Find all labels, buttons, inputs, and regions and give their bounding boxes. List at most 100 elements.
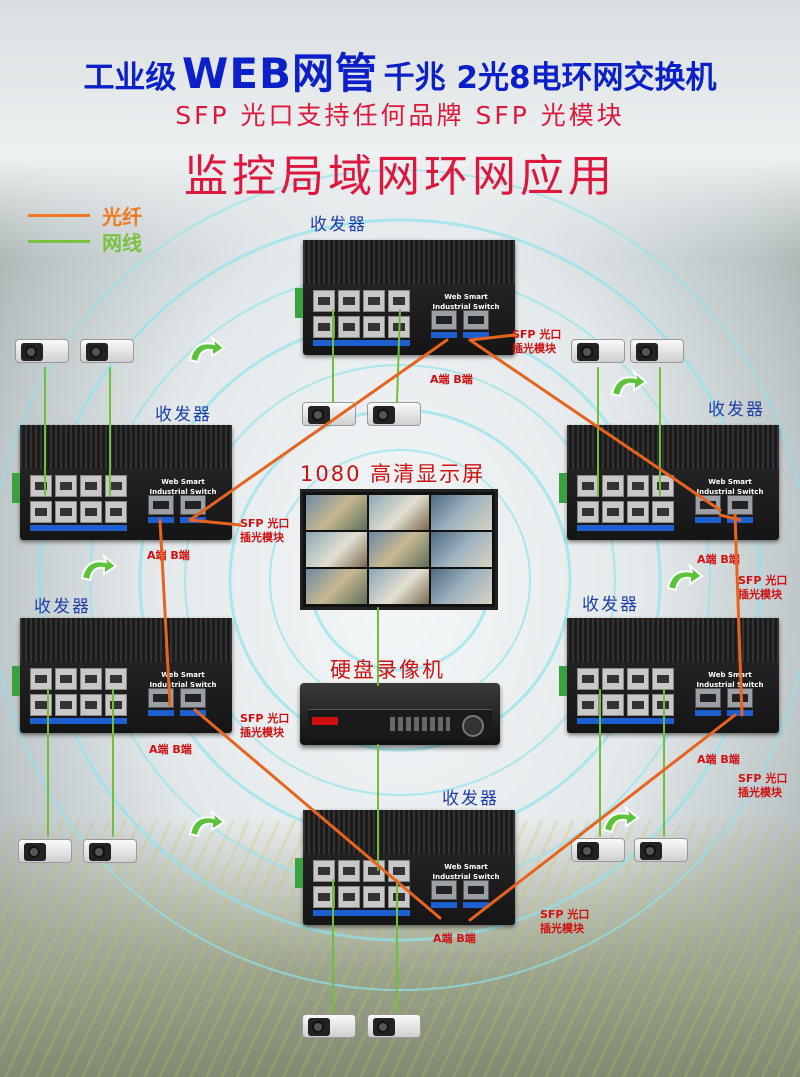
sfp-label-bar [431,902,457,908]
port-ab-label: A端 B端 [433,932,476,945]
rj45-port [602,475,624,497]
hd-monitor [300,489,498,610]
legend-fiber-label: 光纤 [102,204,142,229]
camera-led [314,1023,322,1031]
heatsink-fins [20,425,232,469]
rj45-port [105,693,127,716]
rj45-ports [577,475,677,523]
fiber-cable [188,338,449,522]
rj45-port [338,860,360,882]
background-top [0,0,800,260]
transceiver-label: 收发器 [442,789,499,809]
camera-icon [630,337,684,367]
fiber-cable [718,513,742,522]
power-terminal [12,666,20,696]
switch-brand-line: Web Smart [161,478,205,486]
sfp-note-line: 插光模块 [738,786,782,799]
rj45-port [55,475,77,497]
switch-brand-line: Industrial Switch [149,488,217,496]
fiber-cable [188,518,242,527]
port-label-bar [577,525,674,531]
rj45-port [602,500,624,523]
power-terminal [295,858,303,888]
rj45-port [313,290,335,312]
sfp-note-line: 插光模块 [240,726,284,739]
sfp-note-line: SFP 光口 [240,517,290,530]
rj45-port [80,668,102,690]
video-tile [431,569,492,604]
switch-brand-line: Industrial Switch [696,681,764,689]
rj45-port [313,860,335,882]
switch-brand-line: Web Smart [444,293,488,301]
sfp-note-line: SFP 光口 [240,712,290,725]
sfp-label-bar [431,332,457,338]
sfp-port-a [695,688,721,708]
rj45-port [652,500,674,523]
port-label-bar [313,910,410,916]
monitor-label: 1080 高清显示屏 [300,462,486,486]
power-terminal [559,473,567,503]
sfp-note-line: 插光模块 [240,531,284,544]
rj45-port [338,315,360,338]
signal-ring [38,218,762,942]
sfp-label-bar [727,710,753,716]
sfp-note: SFP 光口插光模块 [512,328,561,356]
port-label-bar [30,525,127,531]
rj45-ports [577,668,677,716]
rj45-port [80,500,102,523]
transceiver-label: 收发器 [34,597,91,617]
port-ab-label: A端 B端 [430,373,473,386]
rj45-ports [30,475,130,523]
rj45-port [602,693,624,716]
camera-led [646,847,654,855]
rj45-port [105,668,127,690]
sfp-note-line: SFP 光口 [738,772,788,785]
video-tile [368,495,430,530]
rj45-port [30,693,52,716]
sfp-note-line: SFP 光口 [540,908,590,921]
sfp-port-b [180,688,206,708]
camera-icon [80,337,134,367]
title-part3: 千兆 2光8电环网交换机 [383,60,717,96]
camera-led [30,848,38,856]
sfp-note: SFP 光口插光模块 [540,908,589,936]
rj45-port [105,500,127,523]
sfp-note-line: 插光模块 [540,922,584,935]
sfp-label-bar [695,710,721,716]
rotation-arrow-icon [188,808,226,838]
rotation-arrow-icon [610,368,648,398]
cable-line-swatch [28,239,90,243]
camera-led [314,411,322,419]
switch-brand-line: Web Smart [708,478,752,486]
sfp-label-bar [148,710,174,716]
port-label-bar [313,340,410,346]
fiber-cable [468,713,737,922]
page-title: 工业级 WEB网管 千兆 2光8电环网交换机 [0,40,800,101]
transceiver-label: 收发器 [155,405,212,425]
port-ab-label: A端 B端 [149,743,192,756]
legend-cable-label: 网线 [102,230,142,255]
rj45-ports [30,668,130,716]
camera-icon [571,836,625,866]
camera-led [583,348,591,356]
transceiver-label: 收发器 [310,215,367,235]
camera-led [642,348,650,356]
rotation-arrow-icon [602,804,640,834]
port-ab-label: A端 B端 [697,753,740,766]
nvr-knob [462,715,484,737]
sfp-label-bar [463,902,489,908]
rj45-port [30,668,52,690]
camera-led [92,348,100,356]
rj45-port [313,885,335,908]
title-part1: 工业级 [83,60,177,96]
sfp-note-line: SFP 光口 [512,328,562,341]
camera-led [379,1023,387,1031]
camera-icon [634,836,688,866]
camera-icon [571,337,625,367]
port-label-bar [30,718,127,724]
